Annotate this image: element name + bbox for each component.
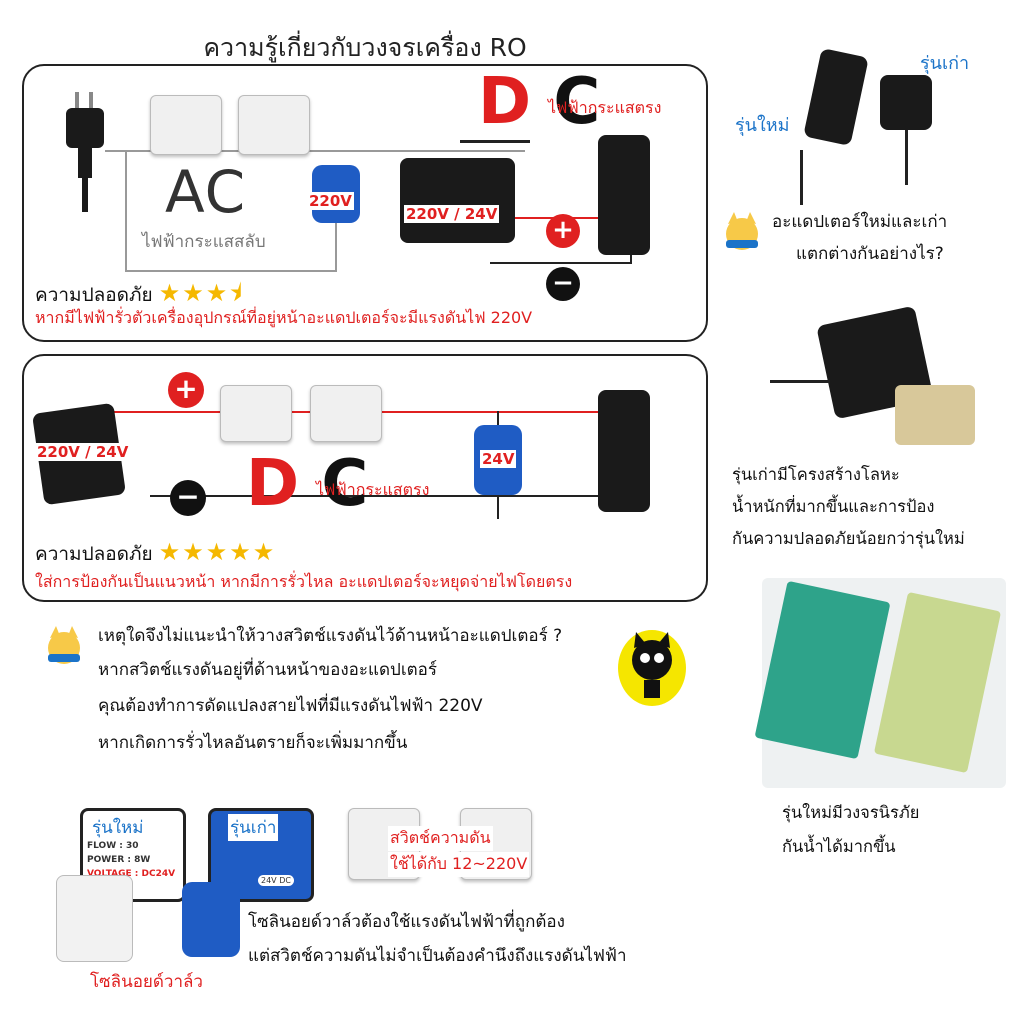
spec-voltage: VOLTAGE : DC24V	[87, 869, 176, 879]
old-valve-mark: 24V DC	[258, 875, 294, 886]
booster-pump-image	[598, 390, 650, 512]
safety-warning: ใส่การป้องกันเป็นแนวหน้า หากมีการรั่วไหล…	[35, 572, 573, 591]
cable	[905, 130, 908, 185]
safety-row: ความปลอดภัย ★★★★★	[35, 538, 276, 569]
why-line: หากสวิตช์แรงดันอยู่ที่ด้านหน้าของอะแดปเต…	[98, 660, 438, 680]
mascot-icon	[720, 210, 764, 254]
positive-icon: +	[168, 372, 204, 408]
wire	[105, 150, 525, 152]
old-model-label: รุ่นเก่า	[920, 53, 970, 74]
cable	[460, 140, 530, 143]
wire	[335, 210, 337, 272]
positive-icon: +	[546, 214, 580, 248]
pressure-switch-image	[220, 385, 292, 442]
old-adapter-desc: กันความปลอดภัยน้อยกว่ารุ่นใหม่	[732, 529, 965, 548]
wire-negative	[150, 495, 620, 497]
safety-label: ความปลอดภัย	[35, 543, 153, 565]
old-adapter-image	[880, 75, 932, 130]
booster-pump-image	[598, 135, 650, 255]
wire-negative	[490, 262, 630, 264]
page-title: ความรู้เกี่ยวกับวงจรเครื่อง RO	[203, 33, 527, 62]
dc-label: ไฟฟ้ากระแสตรง	[316, 480, 430, 499]
why-line: หากเกิดการรั่วไหลอันตรายก็จะเพิ่มมากขึ้น	[98, 733, 408, 753]
dc-heading: D C	[246, 452, 368, 516]
why-question: เหตุใดจึงไม่แนะนำให้วางสวิตช์แรงดันไว้ด้…	[98, 626, 563, 646]
pressure-switch-image	[150, 95, 222, 155]
transformer-core-image	[895, 385, 975, 445]
dc-heading: D C	[478, 70, 600, 134]
ac-label: ไฟฟ้ากระแสสลับ	[142, 232, 266, 252]
valve-voltage-label: 220V	[307, 192, 354, 210]
wire	[125, 270, 335, 272]
safety-warning: หากมีไฟฟ้ารั่วตัวเครื่องอุปกรณ์ที่อยู่หน…	[35, 308, 533, 327]
safety-row: ความปลอดภัย ★★★⯨	[35, 276, 244, 317]
ac-plug-icon	[62, 92, 112, 212]
old-model-label: รุ่นเก่า	[228, 814, 279, 841]
pressure-switch-label-line2: ใช้ได้กับ 12~220V	[388, 852, 530, 877]
bottom-desc-line1: โซลินอยด์วาล์วต้องใช้แรงดันไฟฟ้าที่ถูกต้…	[248, 912, 565, 932]
spec-power: POWER : 8W	[87, 855, 151, 865]
mascot-icon	[42, 624, 86, 668]
dc-letters: D	[246, 447, 300, 521]
solenoid-valve-label: โซลินอยด์วาล์ว	[90, 972, 203, 992]
new-adapter-desc: กันน้ำได้มากขึ้น	[782, 837, 896, 856]
dc-letter-d: D	[478, 65, 532, 139]
new-adapter-desc: รุ่นใหม่มีวงจรนิรภัย	[782, 803, 920, 822]
valve-voltage-label: 24V	[480, 450, 517, 468]
solenoid-valve-new-image	[56, 875, 133, 962]
new-model-label: รุ่นใหม่	[90, 814, 146, 841]
pressure-switch-label-line1: สวิตช์ความดัน	[388, 826, 493, 851]
negative-icon: −	[546, 267, 580, 301]
adapter-question-line1: อะแดปเตอร์ใหม่และเก่า	[772, 212, 948, 232]
dc-letter-c: C	[321, 447, 369, 521]
why-line: คุณต้องทำการดัดแปลงสายไฟที่มีแรงดันไฟฟ้า…	[98, 696, 483, 716]
panel-dc-circuit	[22, 354, 708, 602]
adapter-question-line2: แตกต่างกันอย่างไร?	[796, 244, 944, 264]
wire	[125, 150, 127, 270]
safety-stars: ★★★⯨	[158, 279, 245, 307]
dc-label: ไฟฟ้ากระแสตรง	[548, 98, 662, 117]
panel-ac-circuit	[22, 64, 708, 342]
cable	[770, 380, 830, 383]
dc-letter-c: C	[553, 65, 601, 139]
ac-dc-transformer-image	[400, 158, 515, 243]
old-adapter-desc: น้ำหนักที่มากขึ้นและการป้อง	[732, 497, 935, 516]
pressure-switch-image	[310, 385, 382, 442]
pressure-switch-image	[238, 95, 310, 155]
cat-sticker-icon	[612, 624, 692, 710]
solenoid-valve-old-image	[182, 882, 240, 957]
adapter-voltage-label: 220V / 24V	[404, 205, 500, 223]
new-model-label: รุ่นใหม่	[735, 115, 790, 136]
spec-flow: FLOW : 30	[87, 841, 139, 851]
cable	[800, 150, 803, 205]
new-adapter-image	[803, 47, 869, 147]
ac-heading: AC	[165, 158, 247, 226]
safety-stars: ★★★★★	[158, 538, 277, 566]
negative-icon: −	[170, 480, 206, 516]
old-adapter-desc: รุ่นเก่ามีโครงสร้างโลหะ	[732, 465, 900, 484]
bottom-desc-line2: แต่สวิตช์ความดันไม่จำเป็นต้องคำนึงถึงแรง…	[248, 946, 627, 966]
adapter-voltage-label: 220V / 24V	[35, 443, 131, 461]
safety-label: ความปลอดภัย	[35, 284, 153, 306]
